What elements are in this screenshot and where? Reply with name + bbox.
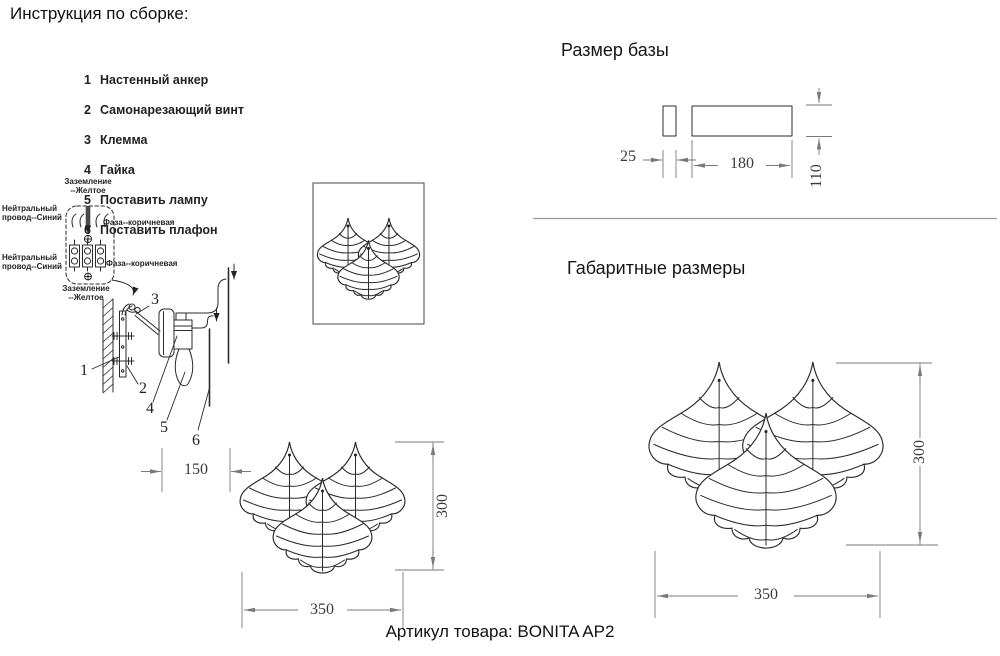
- dim-base-large: 180: [728, 155, 756, 173]
- article-number: Артикул товара: BONITA AP2: [385, 622, 615, 641]
- lampshade-leaf: [337, 240, 400, 300]
- anchor-bolt-top: [111, 332, 135, 340]
- wire-label-phase-bottom: Фаза--коричневая: [106, 259, 178, 268]
- wall-hatch: [102, 298, 114, 394]
- base-dim-lines: [643, 88, 832, 178]
- parts-list-row: 3 Клемма: [80, 133, 244, 148]
- parts-list-row: 6 Поставить плафон: [80, 223, 244, 238]
- callout-1: 1: [80, 362, 88, 379]
- dim-front-height: 300: [434, 494, 451, 518]
- callout-leaders: [91, 305, 210, 431]
- lamp-socket: [173, 319, 193, 350]
- part-label: Самонарезающий винт: [100, 103, 245, 117]
- callout-2: 2: [139, 380, 147, 397]
- candle-bulb: [174, 348, 194, 387]
- part-label: Клемма: [100, 133, 148, 147]
- wire-label-phase-top: Фаза--коричневая: [103, 218, 175, 227]
- parts-list-row: 5 Поставить лампу: [80, 193, 244, 208]
- base-section-title: Размер базы: [561, 40, 669, 60]
- callout-3: 3: [151, 291, 159, 308]
- part-label: Поставить лампу: [100, 193, 208, 207]
- callout-4: 4: [146, 400, 154, 417]
- part-number: 5: [84, 193, 91, 207]
- wire-label-ground-bottom: Заземление --Желтое: [62, 284, 110, 302]
- part-number: 6: [84, 223, 91, 237]
- callout-5: 5: [160, 419, 168, 436]
- wires: [121, 303, 133, 316]
- terminal-strips: [69, 239, 106, 272]
- shade-thumbnail-box: [312, 182, 425, 325]
- parts-list-row: 1 Настенный анкер: [80, 73, 244, 88]
- part-label: Поставить плафон: [100, 223, 218, 237]
- dim-150-lines: [141, 448, 251, 492]
- dim-overall-height: 300: [911, 438, 929, 466]
- lampshade-leaf: [272, 477, 373, 574]
- page-title: Инструкция по сборке:: [10, 4, 189, 23]
- dim-overall-width: 350: [754, 586, 778, 603]
- dim-base-height: 110: [808, 164, 825, 188]
- wire-label-neutral-top: Нейтральный провод--Синий: [2, 204, 62, 222]
- ground-wire: [85, 206, 91, 227]
- wire-label-ground-top: Заземление --Желтое: [64, 177, 112, 195]
- part-number: 1: [84, 73, 91, 87]
- wire-to-clamp-arrow: [111, 279, 139, 296]
- upper-arm: [185, 278, 227, 314]
- wire-label-neutral-bottom: Нейтральный провод--Синий: [2, 253, 62, 271]
- overall-view-dim-lines: [654, 362, 938, 618]
- dim-wall-distance: 150: [184, 461, 208, 478]
- part-label: Настенный анкер: [100, 73, 209, 87]
- lampshade-drawings: [239, 217, 884, 574]
- overall-section-title: Габаритные размеры: [567, 258, 746, 278]
- dim-front-width: 350: [310, 601, 334, 618]
- wall-lamp-assembly: [91, 263, 238, 431]
- part-number: 4: [84, 163, 91, 177]
- parts-list-row: 4 Гайка: [80, 163, 244, 178]
- anchor-bolt-bottom: [111, 357, 135, 365]
- clamp: [128, 303, 136, 311]
- wall-section: [102, 298, 114, 393]
- base-drawing: [662, 105, 793, 137]
- mounting-bracket: [119, 310, 127, 378]
- terminal-block-diagram: [65, 205, 139, 296]
- lampshade-leaf: [695, 413, 837, 549]
- lower-arm: [191, 315, 214, 329]
- front-view-dim-lines: [241, 441, 444, 628]
- part-number: 3: [84, 133, 91, 147]
- callout-6: 6: [192, 432, 200, 449]
- parts-list-row: 2 Самонарезающий винт: [80, 103, 244, 118]
- part-number: 2: [84, 103, 91, 117]
- dim-base-small: 25: [620, 148, 636, 165]
- part-label: Гайка: [100, 163, 135, 177]
